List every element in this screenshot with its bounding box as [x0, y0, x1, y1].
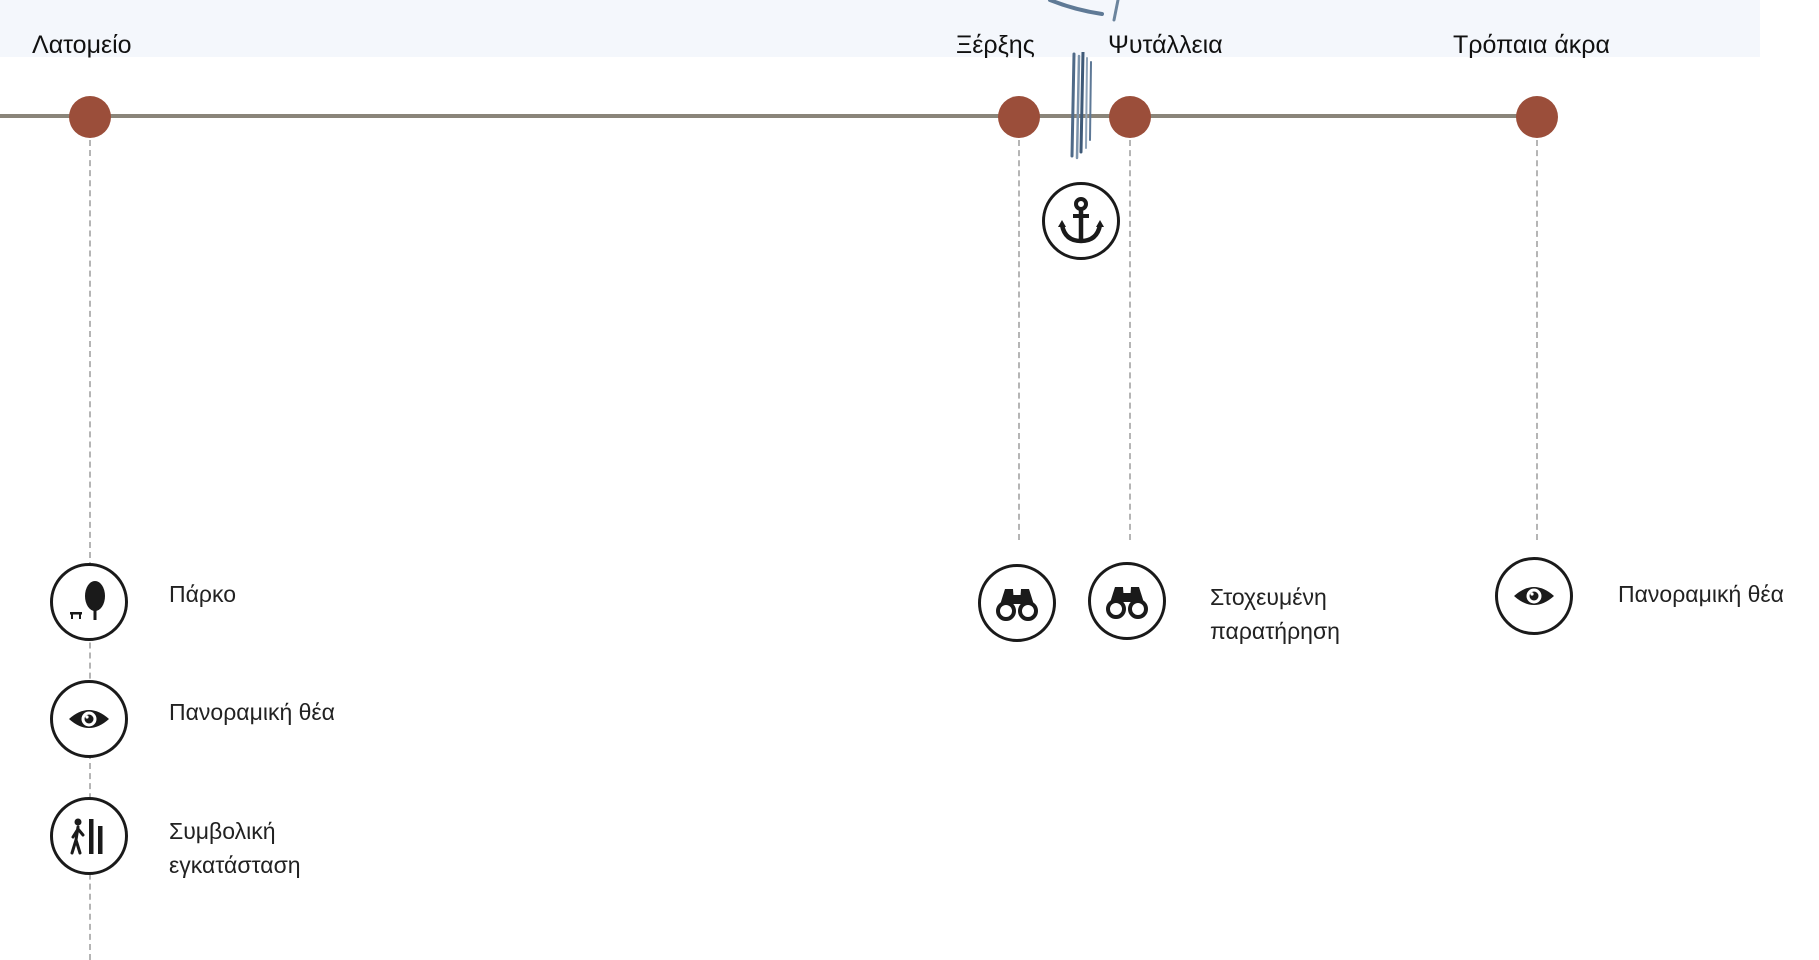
tree-bench-icon [70, 581, 105, 620]
poi-label-targeted-observation: Στοχευμένη παρατήρηση [1210, 584, 1340, 644]
poi-label-panorama-tropaia: Πανοραμική θέα [1618, 581, 1784, 607]
station-label-psyttaleia: Ψυτάλλεια [1108, 31, 1223, 59]
stop-dot-tropaia[interactable] [1516, 96, 1558, 138]
person-columns-icon [70, 818, 103, 855]
connector-psyttaleia [1129, 140, 1131, 540]
connector-xerxis [1018, 140, 1020, 540]
poi-binoculars-xerxis[interactable] [978, 564, 1056, 642]
poi-binoculars-psyttaleia[interactable] [1088, 562, 1166, 640]
poi-panorama-tropaia[interactable] [1495, 557, 1573, 635]
poi-label-installation: Συμβολική εγκατάσταση [169, 818, 301, 878]
eye-icon [1514, 587, 1554, 605]
poi-label-panorama-latomeio: Πανοραμική θέα [169, 699, 335, 725]
station-label-latomeio: Λατομείο [32, 31, 132, 59]
strait-wave-top [1048, 0, 1120, 22]
anchor-icon [1058, 197, 1104, 244]
stop-dot-latomeio[interactable] [69, 96, 111, 138]
station-label-tropaia: Τρόπαια άκρα [1453, 31, 1610, 59]
stop-dot-psyttaleia[interactable] [1109, 96, 1151, 138]
binoculars-icon [1106, 587, 1148, 619]
connector-latomeio [89, 140, 91, 960]
eye-icon [69, 710, 109, 728]
binoculars-icon [996, 589, 1038, 621]
station-label-xerxis: Ξέρξης [956, 31, 1035, 59]
strait-mark [1070, 52, 1092, 160]
anchor-poi[interactable] [1042, 182, 1120, 260]
connector-tropaia [1536, 140, 1538, 540]
poi-park[interactable] [50, 563, 128, 641]
poi-installation[interactable] [50, 797, 128, 875]
route-line [0, 114, 1540, 118]
poi-label-park: Πάρκο [169, 581, 237, 607]
header-band [0, 0, 1760, 57]
poi-panorama-latomeio[interactable] [50, 680, 128, 758]
stop-dot-xerxis[interactable] [998, 96, 1040, 138]
